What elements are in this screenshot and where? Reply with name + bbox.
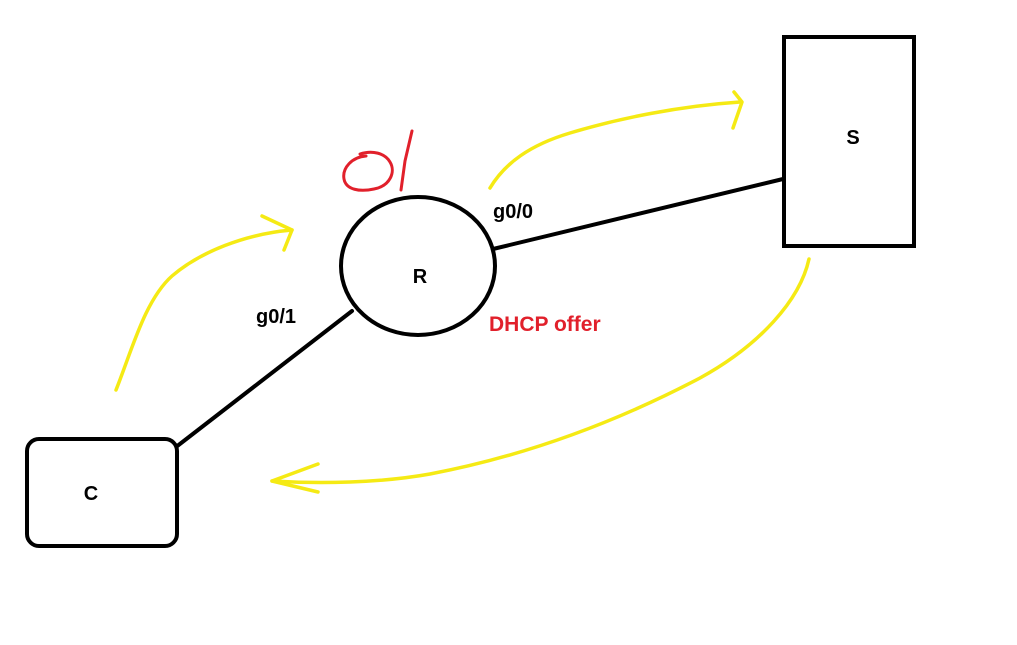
link-router-client	[174, 309, 354, 449]
flow-arrow-client-to-router	[114, 214, 294, 392]
sequence-digit-zero-mark	[342, 150, 394, 192]
dhcp-offer-label: DHCP offer	[489, 313, 601, 336]
router-node	[339, 195, 497, 337]
client-label: C	[84, 483, 98, 505]
flow-arrow-router-to-server	[488, 90, 744, 190]
link-router-server	[491, 177, 785, 251]
port-label-router-server: g0/0	[493, 201, 533, 223]
sequence-digit-one-mark	[399, 129, 414, 192]
client-node	[25, 437, 179, 548]
server-label: S	[846, 127, 859, 149]
flow-arrow-server-to-client	[270, 257, 811, 494]
port-label-router-client: g0/1	[256, 306, 296, 328]
sequence-annotation-01: 01	[342, 129, 414, 192]
router-label: R	[413, 266, 428, 288]
server-node	[782, 35, 916, 248]
